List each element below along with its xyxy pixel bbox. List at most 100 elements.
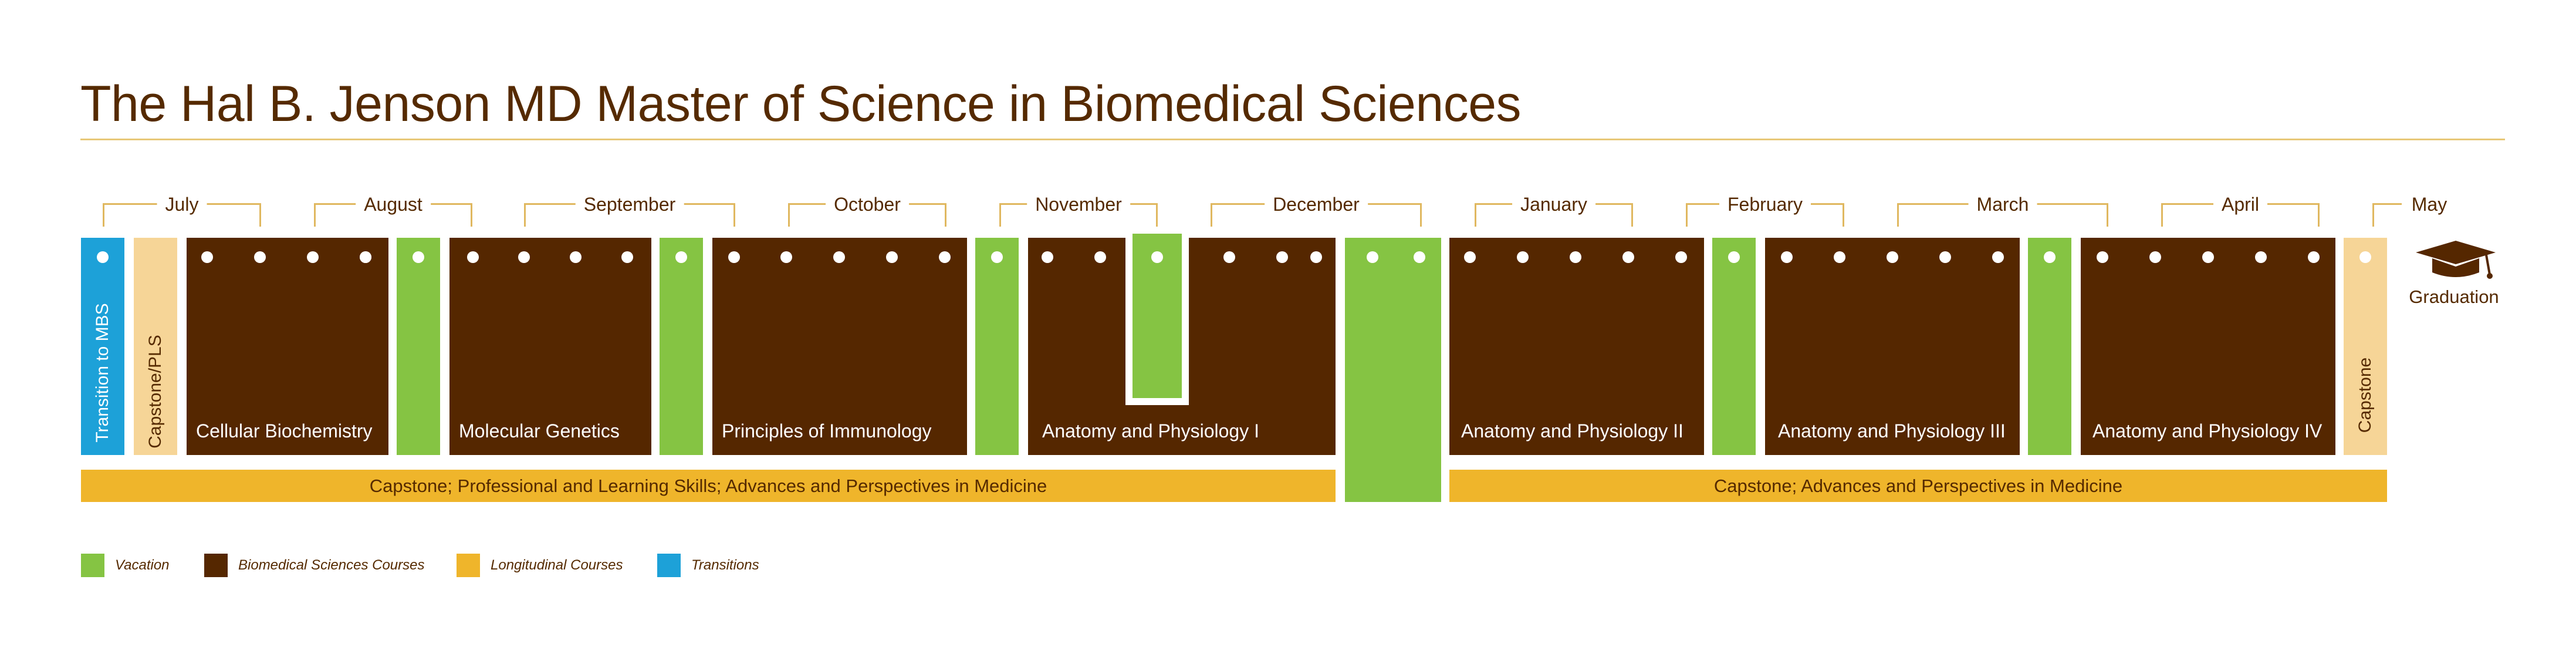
course-label: Molecular Genetics (459, 420, 620, 442)
transition-block: Transition to MBS (81, 238, 124, 455)
legend-biomedical: Biomedical Sciences Courses (204, 553, 424, 578)
week-dot (97, 251, 109, 263)
capstone-label: Capstone (2355, 357, 2375, 433)
longitudinal-label-fall: Capstone; Professional and Learning Skil… (369, 475, 1047, 496)
legend-swatch (204, 554, 228, 577)
graduation-label: Graduation (2409, 287, 2499, 307)
week-dot (1570, 251, 1581, 263)
week-dot (780, 251, 792, 263)
week-dot (1276, 251, 1288, 263)
vacation-block (1712, 238, 1756, 455)
week-dot (307, 251, 319, 263)
month-label-july: July (157, 194, 207, 217)
vacation-block (660, 238, 703, 455)
course-anatomy-physiology-3: Anatomy and Physiology III (1765, 238, 2020, 455)
graduation-cap-icon (2407, 240, 2501, 284)
week-dot (570, 251, 582, 263)
week-dot (2308, 251, 2320, 263)
capstone-pls-block: Capstone/PLS (134, 238, 177, 455)
course-label: Anatomy and Physiology III (1778, 420, 2006, 442)
month-bracket-may (2372, 203, 2402, 227)
week-dot (413, 251, 424, 263)
longitudinal-label-spring: Capstone; Advances and Perspectives in M… (1713, 475, 2123, 496)
week-dot (2202, 251, 2214, 263)
transition-label: Transition to MBS (93, 303, 112, 443)
legend-label: Longitudinal Courses (491, 557, 623, 573)
vacation-block (975, 238, 1019, 455)
week-dot (1223, 251, 1235, 263)
title-divider (80, 139, 2505, 140)
month-label-april: April (2213, 194, 2268, 217)
week-dot (1464, 251, 1476, 263)
week-dot (518, 251, 530, 263)
longitudinal-bar-fall: Capstone; Professional and Learning Skil… (81, 470, 1336, 502)
month-label-october: October (826, 194, 909, 217)
legend-transitions: Transitions (657, 553, 759, 578)
week-dot (1094, 251, 1106, 263)
capstone-pls-label: Capstone/PLS (146, 335, 165, 449)
week-dot (2044, 251, 2056, 263)
course-molecular-genetics: Molecular Genetics (449, 238, 651, 455)
legend-swatch (657, 554, 681, 577)
month-label-august: August (356, 194, 431, 217)
month-label-january: January (1512, 194, 1595, 217)
month-label-february: February (1719, 194, 1811, 217)
week-dot (1414, 251, 1425, 263)
vacation-block-thanksgiving (1133, 234, 1182, 398)
course-label: Anatomy and Physiology IV (2092, 420, 2323, 442)
week-dot (1992, 251, 2004, 263)
course-label: Principles of Immunology (722, 420, 932, 442)
course-label: Anatomy and Physiology I (1042, 420, 1259, 442)
course-cellular-biochemistry: Cellular Biochemistry (187, 238, 388, 455)
course-label: Anatomy and Physiology II (1461, 420, 1683, 442)
week-dot (2255, 251, 2267, 263)
course-label: Cellular Biochemistry (196, 420, 373, 442)
legend-swatch (457, 554, 480, 577)
week-dot (833, 251, 845, 263)
legend-label: Biomedical Sciences Courses (238, 557, 425, 573)
legend-longitudinal: Longitudinal Courses (457, 553, 623, 578)
week-dot (201, 251, 213, 263)
week-dot (2149, 251, 2161, 263)
vacation-block (2028, 238, 2071, 455)
vacation-block (397, 238, 440, 455)
week-dot (1728, 251, 1740, 263)
capstone-block: Capstone (2344, 238, 2387, 455)
week-dot (1781, 251, 1793, 263)
week-dot (467, 251, 479, 263)
week-dot (728, 251, 740, 263)
legend-label: Transitions (691, 557, 759, 573)
course-anatomy-physiology-4: Anatomy and Physiology IV (2081, 238, 2335, 455)
week-dot (2097, 251, 2108, 263)
week-dot (1151, 251, 1163, 263)
graduation-cap-svg (2416, 241, 2496, 279)
week-dot (991, 251, 1003, 263)
course-anatomy-physiology-2: Anatomy and Physiology II (1449, 238, 1704, 455)
legend-vacation: Vacation (81, 553, 170, 578)
week-dot (1042, 251, 1053, 263)
week-dot (939, 251, 951, 263)
legend-label: Vacation (115, 557, 170, 573)
legend-swatch (81, 554, 104, 577)
week-dot (1834, 251, 1845, 263)
week-dot (360, 251, 371, 263)
week-dot (1675, 251, 1687, 263)
week-dot (1939, 251, 1951, 263)
week-dot (1622, 251, 1634, 263)
page-title: The Hal B. Jenson MD Master of Science i… (80, 76, 1522, 132)
longitudinal-bar-spring: Capstone; Advances and Perspectives in M… (1449, 470, 2387, 502)
month-label-november: November (1027, 194, 1130, 217)
month-label-march: March (1968, 194, 2037, 217)
vacation-block-winter (1345, 238, 1441, 502)
week-dot (675, 251, 687, 263)
week-dot (1517, 251, 1529, 263)
week-dot (886, 251, 898, 263)
week-dot (2359, 251, 2371, 263)
week-dot (1887, 251, 1898, 263)
month-label-december: December (1265, 194, 1368, 217)
month-label-may: May (2403, 194, 2456, 217)
week-dot (1367, 251, 1378, 263)
week-dot (1310, 251, 1322, 263)
month-label-september: September (575, 194, 684, 217)
